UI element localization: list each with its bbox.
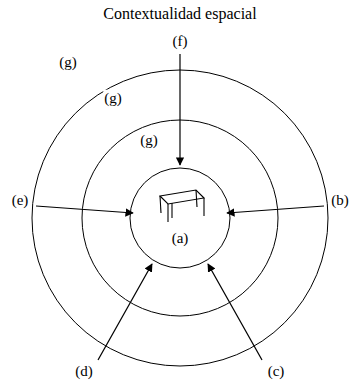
arrow-b — [227, 206, 324, 213]
arrow-c — [208, 264, 262, 360]
callout-label: (a) — [171, 230, 190, 247]
callout-label: (g) — [139, 132, 159, 149]
callout-label: (e) — [11, 192, 30, 209]
callout-label: (f) — [172, 33, 189, 50]
arrow-d — [98, 264, 152, 360]
callout-label: (g) — [58, 54, 78, 71]
table-drawing — [160, 190, 204, 222]
callout-label: (c) — [267, 363, 286, 380]
arrow-f — [179, 54, 180, 165]
callout-label: (d) — [74, 363, 94, 380]
arrow-e — [36, 206, 133, 213]
inner-circle — [130, 168, 230, 268]
callout-label: (b) — [330, 192, 350, 209]
callout-label: (g) — [103, 90, 123, 107]
diagram-title: Contextualidad espacial — [102, 5, 257, 23]
